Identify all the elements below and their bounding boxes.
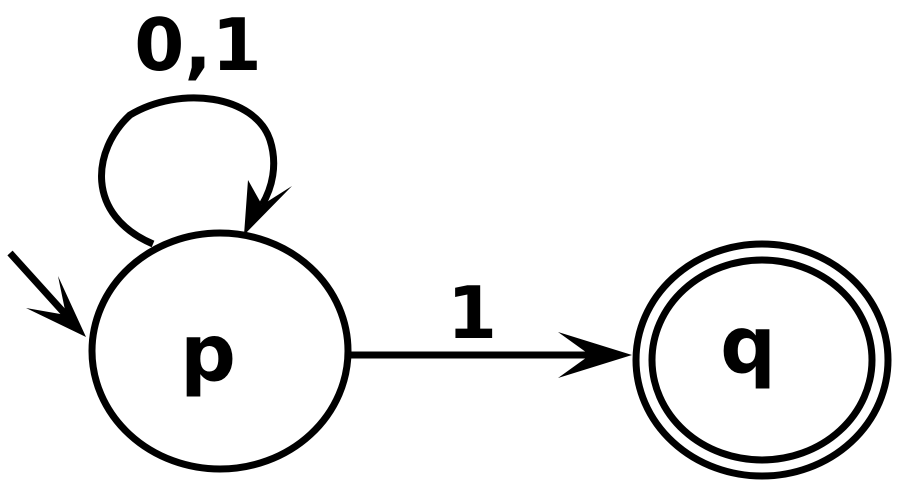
transition-p-to-q: 1 xyxy=(350,271,632,378)
state-q-label: q xyxy=(720,301,776,391)
state-p-circle xyxy=(88,229,352,473)
self-loop-arrowhead xyxy=(244,180,292,235)
initial-arrow xyxy=(7,250,86,337)
transition-p-to-q-arrowhead xyxy=(558,332,632,378)
initial-arrow-line xyxy=(7,250,69,318)
state-p: p xyxy=(88,229,352,473)
state-q: q xyxy=(632,240,892,480)
state-p-label: p xyxy=(180,309,236,399)
transition-p-to-q-label: 1 xyxy=(447,271,497,355)
self-loop-label: 0,1 xyxy=(134,3,262,87)
self-loop-transition-p: 0,1 xyxy=(98,3,292,248)
self-loop-edge xyxy=(98,94,278,248)
initial-arrowhead xyxy=(26,276,86,337)
state-q-inner-circle xyxy=(648,256,876,464)
